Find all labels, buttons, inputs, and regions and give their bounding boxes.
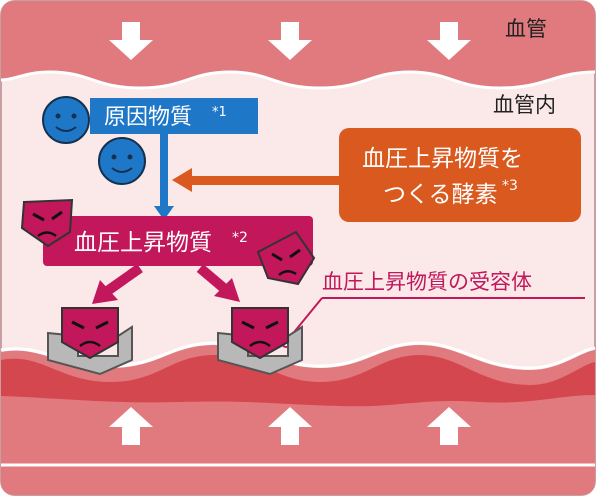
bottom-wall-band [1, 355, 595, 407]
hypertensive-note: *2 [232, 230, 248, 246]
causal-substance-label: 原因物質 [104, 105, 192, 130]
angry-face-icon [20, 198, 74, 248]
vessel-inside-label: 血管内 [493, 93, 556, 117]
angry-face-icon [256, 230, 316, 286]
causal-note: *1 [212, 105, 227, 120]
conversion-arrow-icon [154, 206, 174, 220]
hypertensive-substance-box [43, 216, 313, 266]
binding-arrow-icon [196, 264, 240, 302]
hypertensive-substance-label: 血圧上昇物質 [74, 230, 212, 256]
receptor-label: 血圧上昇物質の受容体 [322, 270, 532, 294]
angry-face-icon [61, 307, 119, 360]
enzyme-label-line2: つくる酵素 [383, 182, 498, 208]
conversion-arrow-shaft [160, 134, 168, 212]
top-wall-edge [0, 70, 596, 90]
receptor-left [47, 307, 133, 376]
smiley-face-icon [42, 96, 90, 144]
vessel-label: 血管 [505, 17, 547, 41]
causal-substance-box [90, 98, 258, 134]
enzyme-arrow-icon [172, 168, 192, 192]
enzyme-label-line1: 血圧上昇物質を [362, 146, 523, 172]
enzyme-note: *3 [502, 178, 518, 194]
smiley-face-icon [98, 137, 146, 185]
enzyme-box [339, 128, 581, 222]
receptor-right [217, 307, 303, 376]
binding-arrow-icon [92, 263, 143, 304]
angry-face-icon [231, 307, 289, 360]
enzyme-arrow-shaft [190, 176, 340, 185]
